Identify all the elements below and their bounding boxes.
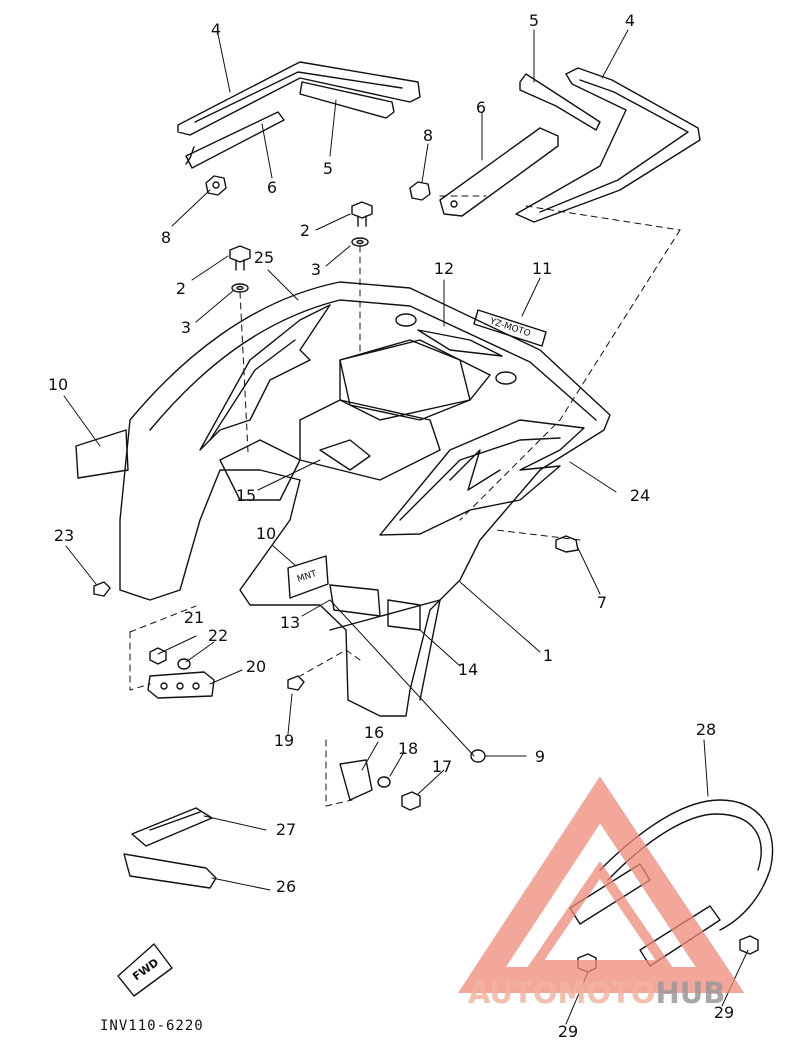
callout-9: 9 bbox=[534, 747, 546, 766]
callout-17: 17 bbox=[431, 757, 453, 776]
bolt-29-right bbox=[740, 936, 758, 954]
bolt-17 bbox=[402, 792, 420, 810]
guide-lines bbox=[130, 196, 680, 806]
callout-22: 22 bbox=[207, 626, 229, 645]
callout-20: 20 bbox=[245, 657, 267, 676]
callout-29-left: 29 bbox=[557, 1022, 579, 1041]
watermark-text: AUTOMOTOHUB bbox=[468, 976, 725, 1010]
callout-4-top-right: 4 bbox=[624, 11, 636, 30]
callout-2-upper: 2 bbox=[299, 221, 311, 240]
screw-9 bbox=[471, 750, 485, 762]
light-opening-14 bbox=[388, 600, 420, 630]
callout-6-right: 6 bbox=[475, 98, 487, 117]
bracket-4-left bbox=[178, 62, 420, 164]
decal-10-plate bbox=[288, 556, 328, 598]
callout-16: 16 bbox=[363, 723, 385, 742]
plate-27 bbox=[132, 808, 212, 846]
callout-10-left: 10 bbox=[47, 375, 69, 394]
label-11-plate bbox=[474, 310, 546, 346]
callout-29-right: 29 bbox=[713, 1003, 735, 1022]
decal-24-right bbox=[380, 420, 584, 535]
callout-2-lower: 2 bbox=[175, 279, 187, 298]
watermark-logo bbox=[482, 800, 720, 980]
callout-3-lower: 3 bbox=[180, 318, 192, 337]
bracket-5-right bbox=[520, 74, 600, 130]
callout-11: 11 bbox=[531, 259, 553, 278]
callout-19: 19 bbox=[273, 731, 295, 750]
light-opening-13 bbox=[330, 585, 380, 616]
bolt-2-upper bbox=[352, 202, 372, 226]
bracket-16 bbox=[340, 760, 372, 800]
callout-7: 7 bbox=[596, 593, 608, 612]
callout-5-left: 5 bbox=[322, 159, 334, 178]
callout-24: 24 bbox=[629, 486, 651, 505]
washer-3-lower bbox=[232, 284, 248, 292]
callout-12: 12 bbox=[433, 259, 455, 278]
nut-8-left bbox=[206, 176, 226, 195]
callout-6-left: 6 bbox=[266, 178, 278, 197]
callout-4-top-left: 4 bbox=[210, 20, 222, 39]
callout-25: 25 bbox=[253, 248, 275, 267]
nut-22 bbox=[178, 659, 190, 669]
leader-lines bbox=[64, 30, 748, 1024]
callout-15: 15 bbox=[235, 486, 257, 505]
decal-25-left bbox=[200, 305, 330, 450]
callout-28: 28 bbox=[695, 720, 717, 739]
opening-12 bbox=[396, 314, 516, 384]
nut-8-right bbox=[410, 182, 430, 200]
bracket-20 bbox=[148, 672, 214, 698]
screw-19 bbox=[288, 676, 304, 690]
bolt-21 bbox=[150, 648, 166, 664]
callout-18: 18 bbox=[397, 739, 419, 758]
bolt-2-lower bbox=[230, 246, 250, 270]
callout-13: 13 bbox=[279, 613, 301, 632]
screw-23 bbox=[94, 582, 110, 596]
screw-7 bbox=[556, 536, 578, 552]
grab-bar-28 bbox=[570, 800, 773, 966]
bracket-6-left bbox=[186, 112, 284, 168]
washer-3-upper bbox=[352, 238, 368, 246]
callout-14: 14 bbox=[457, 660, 479, 679]
mud-flap-26 bbox=[124, 854, 216, 888]
callout-8-right: 8 bbox=[422, 126, 434, 145]
watermark-text-a: AUTOMOTO bbox=[468, 976, 656, 1010]
callout-27: 27 bbox=[275, 820, 297, 839]
rear-fender-1 bbox=[120, 282, 610, 716]
callout-3-upper: 3 bbox=[310, 260, 322, 279]
storage-tray bbox=[220, 340, 470, 500]
bracket-4-right bbox=[516, 68, 700, 222]
callout-23: 23 bbox=[53, 526, 75, 545]
callout-8-left: 8 bbox=[160, 228, 172, 247]
bracket-6-right bbox=[440, 128, 558, 216]
nut-18 bbox=[378, 777, 390, 787]
decal-10-left bbox=[76, 430, 128, 478]
diagram-code: INV110-6220 bbox=[100, 1018, 204, 1034]
fwd-arrow bbox=[118, 944, 172, 996]
callout-1: 1 bbox=[542, 646, 554, 665]
callout-10-center: 10 bbox=[255, 524, 277, 543]
callout-26: 26 bbox=[275, 877, 297, 896]
watermark-text-b: HUB bbox=[655, 976, 726, 1010]
bracket-5-left bbox=[300, 82, 394, 118]
callout-21: 21 bbox=[183, 608, 205, 627]
callout-5-right: 5 bbox=[528, 11, 540, 30]
